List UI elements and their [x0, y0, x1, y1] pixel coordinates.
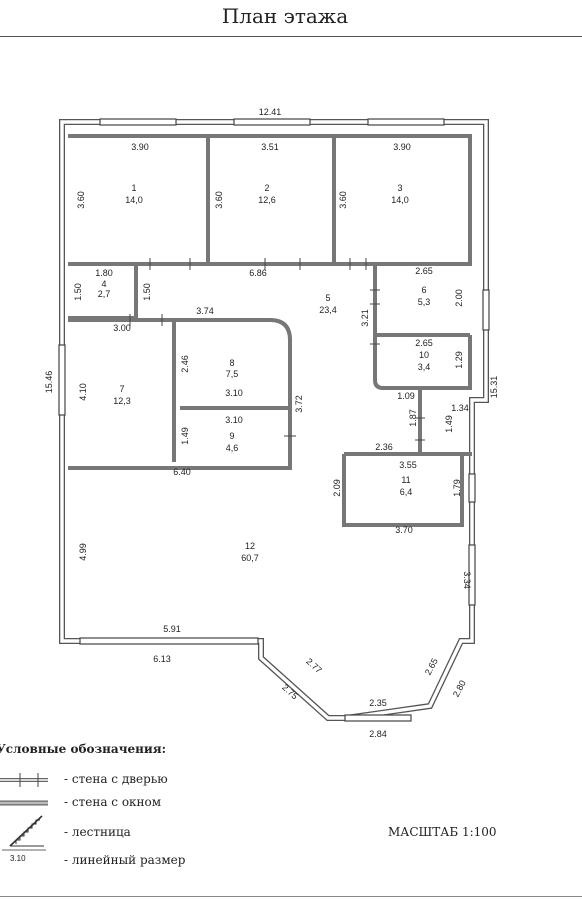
dim-hall-c: 1.87 — [408, 409, 418, 427]
room-5-area: 23,4 — [319, 305, 337, 315]
dim-hall-d: 1.49 — [444, 415, 454, 433]
dim-r7-h: 4.10 — [78, 383, 88, 401]
stairs-icon — [9, 815, 44, 847]
dim-r3-w: 3.90 — [393, 142, 411, 152]
room-3-number: 3 — [397, 183, 402, 193]
room-1-number: 1 — [131, 183, 136, 193]
dim-r6-w: 2.65 — [415, 266, 433, 276]
dim-r1-w: 3.90 — [131, 142, 149, 152]
dim-r5-h: 1.50 — [142, 283, 152, 301]
dim-r5-w: 6.86 — [249, 268, 267, 278]
room-12-area: 60,7 — [241, 553, 259, 563]
dim-r11-w: 3.55 — [399, 460, 417, 470]
room-10-area: 3,4 — [418, 362, 431, 372]
dim-right-height: 15.31 — [489, 376, 499, 399]
dim-r8-h: 2.46 — [180, 355, 190, 373]
dim-r4-w: 1.80 — [95, 268, 113, 278]
room-10-number: 10 — [419, 350, 429, 360]
interior-walls — [68, 134, 472, 527]
legend-window-label: - стена с окном — [64, 795, 162, 809]
window-wall-symbol — [0, 800, 48, 806]
dim-bay-d: 2.84 — [369, 729, 387, 739]
dim-bay-c: 2.35 — [369, 698, 387, 708]
room-11-number: 11 — [401, 475, 410, 485]
dim-r12-top: 6.40 — [173, 467, 191, 477]
dim-bay-a: 2.77 — [304, 656, 324, 675]
dim-r4-h: 1.50 — [73, 283, 83, 301]
room-7-area: 12,3 — [113, 396, 131, 406]
dim-r11-top: 2.36 — [375, 442, 393, 452]
dim-r12-w2: 6.13 — [153, 654, 171, 664]
dim-hall-b: 1.34 — [451, 403, 469, 413]
room-labels: 1 14,0 2 12,6 3 14,0 4 2,7 5 23,4 6 5,3 … — [98, 183, 431, 563]
dim-r12-h: 4.99 — [78, 543, 88, 561]
dim-r11-h: 2.09 — [332, 479, 342, 497]
dim-left-height: 15.46 — [44, 371, 54, 394]
doors — [129, 258, 425, 441]
legend-heading: Условные обозначения: — [0, 742, 167, 756]
room-2-area: 12,6 — [258, 195, 276, 205]
room-5-number: 5 — [325, 293, 330, 303]
room-8-area: 7,5 — [226, 369, 239, 379]
dim-r11-bottom: 3.70 — [395, 525, 413, 535]
room-6-area: 5,3 — [418, 297, 431, 307]
dim-r8-h2: 3.72 — [294, 395, 304, 413]
dim-r2-w: 3.51 — [261, 142, 279, 152]
legend-stairs-label: - лестница — [64, 825, 131, 839]
bottom-divider — [0, 896, 582, 897]
legend-door-label: - стена с дверью — [64, 772, 168, 786]
dim-bay-f: 2.80 — [451, 679, 468, 699]
dim-total-width: 12.41 — [259, 107, 282, 117]
floor-plan: 12.41 15.46 15.31 3.90 3.60 3.51 3.60 3.… — [44, 107, 499, 739]
dim-r8-w2: 3.10 — [225, 388, 243, 398]
dim-r1-h: 3.60 — [76, 191, 86, 209]
room-1-area: 14,0 — [125, 195, 143, 205]
room-3-area: 14,0 — [391, 195, 409, 205]
door-wall-symbol — [0, 773, 48, 787]
room-4-area: 2,7 — [98, 289, 111, 299]
dim-r10-h: 1.29 — [454, 351, 464, 369]
dimension-line-symbol — [2, 849, 46, 851]
dim-r9-w: 3.10 — [225, 415, 243, 425]
dim-bay-e: 2.65 — [423, 657, 440, 677]
room-9-area: 4,6 — [226, 443, 239, 453]
title-divider — [0, 36, 582, 37]
windows — [58, 118, 490, 722]
room-8-number: 8 — [229, 358, 234, 368]
room-2-number: 2 — [264, 183, 269, 193]
room-9-number: 9 — [229, 431, 234, 441]
dim-r6-h: 2.00 — [454, 289, 464, 307]
room-11-area: 6,4 — [400, 487, 413, 497]
outer-walls — [59, 119, 489, 721]
dim-bay-b: 2.75 — [280, 682, 300, 701]
legend-dimension-sample: 3.10 — [10, 854, 26, 863]
dim-r11-h2: 1.79 — [452, 479, 462, 497]
dim-r12-w1: 5.91 — [163, 624, 181, 634]
room-6-number: 6 — [421, 285, 426, 295]
dim-r3-h: 3.60 — [338, 191, 348, 209]
dim-r10-w: 2.65 — [415, 338, 433, 348]
dim-bay-right: 3.34 — [462, 571, 472, 589]
dim-r5-h2: 3.21 — [360, 309, 370, 327]
room-4-number: 4 — [101, 279, 106, 289]
room-7-number: 7 — [119, 384, 124, 394]
page-title: План этажа — [221, 4, 349, 28]
dim-r8-w: 3.74 — [196, 306, 214, 316]
legend-linear-label: - линейный размер — [64, 853, 186, 867]
dim-r2-h: 3.60 — [214, 191, 224, 209]
dim-r7-w: 3.00 — [113, 323, 131, 333]
dim-hall-a: 1.09 — [397, 391, 415, 401]
legend: Условные обозначения: - стена с дверью -… — [0, 738, 582, 898]
scale-label: МАСШТАБ 1:100 — [388, 825, 497, 839]
dim-r9-h: 1.49 — [180, 427, 190, 445]
room-12-number: 12 — [245, 541, 255, 551]
